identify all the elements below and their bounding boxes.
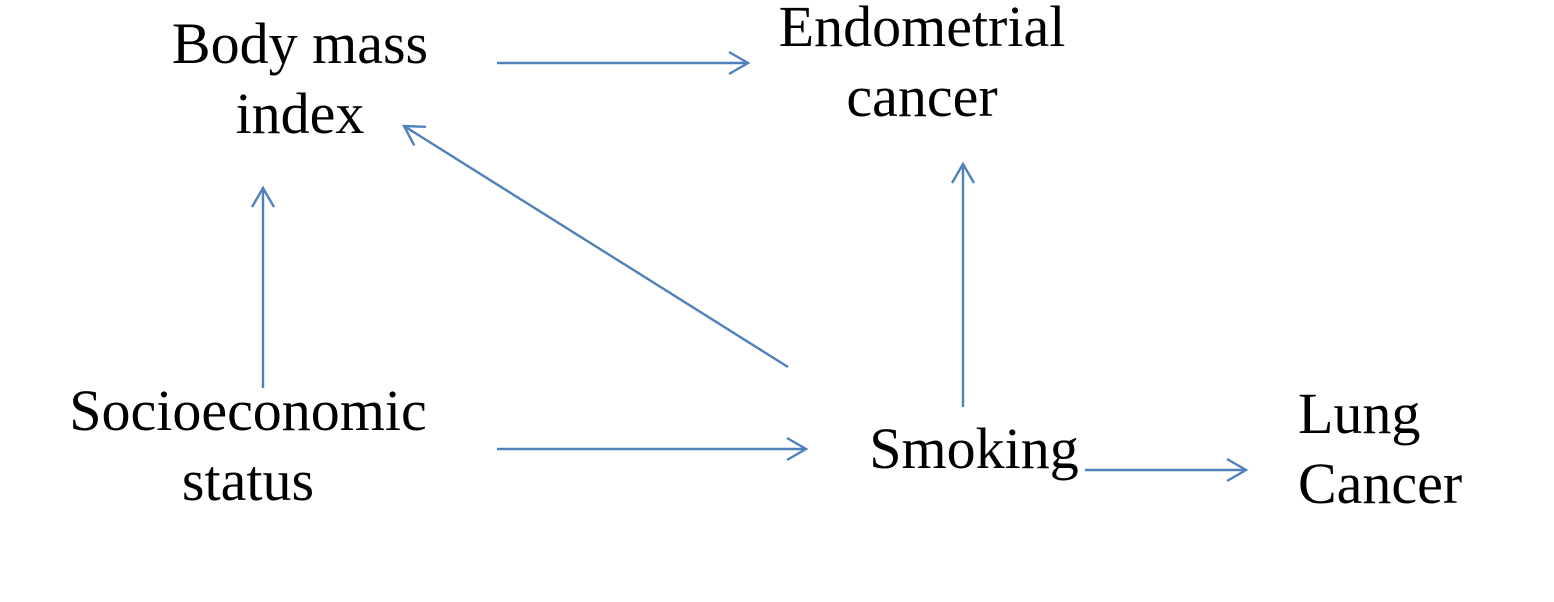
node-body-mass-index: Body mass index [171, 11, 429, 146]
edge-smoking-to-bmi-arrow [401, 124, 789, 369]
node-smoking: Smoking [869, 416, 1079, 481]
node-socioeconomic-status: Socioeconomic status [69, 378, 427, 513]
node-endometrial-cancer: Endometrial cancer [778, 0, 1066, 129]
node-lung-cancer: Lung Cancer [1298, 381, 1463, 516]
